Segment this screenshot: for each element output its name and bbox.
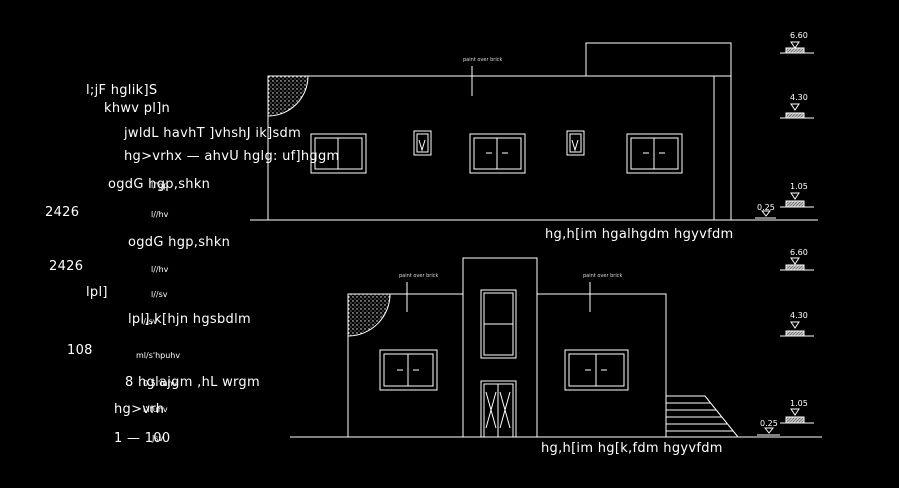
entrance-door (480, 380, 517, 438)
note-line-8: 2426 (49, 259, 84, 274)
small-note-2: l//hv (151, 210, 169, 219)
bottom-paint-note-right: paint over brick (583, 273, 623, 279)
top-level-markers (755, 41, 814, 219)
note-line-14: 1 — 100 (114, 431, 171, 446)
bottom-level-4-30: 4.30 (790, 311, 808, 320)
tower-window (480, 289, 517, 359)
top-window-right (626, 133, 683, 174)
top-window-small-1 (413, 130, 432, 156)
small-note-1: l/'gp (151, 181, 169, 190)
note-line-3: jwldL havhT ]vhshJ ik]sdm (124, 126, 302, 141)
small-note-9: Jsv (152, 434, 164, 443)
top-window-small-2 (566, 130, 585, 156)
note-line-5: ogdG hgp,shkn (108, 177, 211, 192)
exterior-stairs (666, 395, 739, 438)
small-note-3: l//hv (151, 265, 169, 274)
note-line-4: hg>vrhx — ahvU hglg: uf]hggm (124, 149, 340, 164)
bottom-paint-note-left: paint over brick (399, 273, 439, 279)
top-elevation-title: hg,h[im hgalhgdm hgyvfdm (545, 227, 734, 242)
small-note-8: l'ltuhv (143, 405, 168, 414)
top-paint-note: paint over brick (463, 57, 503, 63)
bottom-level-0-25: 0.25 (760, 419, 778, 428)
bottom-level-markers (757, 257, 814, 436)
note-line-2: khwv pl]n (104, 101, 171, 116)
top-window-left (310, 133, 367, 174)
top-elevation-drawing (250, 41, 818, 221)
small-note-4: l//sv (151, 290, 168, 299)
small-note-7: 0.5l'luhv (143, 379, 178, 388)
bottom-level-1-05: 1.05 (790, 399, 808, 408)
bottom-elevation-drawing (290, 257, 822, 438)
note-line-10: lpl],k[hjn hgsbdlm (128, 312, 251, 327)
note-line-6: 2426 (45, 205, 80, 220)
note-line-12: 8 hglajgm ,hL wrgm (125, 375, 260, 390)
top-level-6-60: 6.60 (790, 31, 808, 40)
bottom-level-6-60: 6.60 (790, 248, 808, 257)
note-line-9: lpl] (86, 285, 108, 300)
small-note-6: ml/s'hpuhv (136, 351, 181, 360)
bottom-window-right (564, 349, 629, 391)
small-note-5: l//sv (141, 317, 158, 326)
note-line-7: ogdG hgp,shkn (128, 235, 231, 250)
bottom-window-left (379, 349, 438, 391)
note-line-1: l;jF hglik]S (86, 83, 158, 98)
bottom-elevation-title: hg,h[im hg[k,fdm hgyvfdm (541, 441, 723, 456)
top-level-1-05: 1.05 (790, 182, 808, 191)
top-level-0-25: 0.25 (757, 203, 775, 212)
top-level-4-30: 4.30 (790, 93, 808, 102)
note-line-11: 108 (67, 343, 93, 358)
top-window-center (469, 133, 526, 174)
note-line-13: hg>vrh (114, 402, 165, 417)
